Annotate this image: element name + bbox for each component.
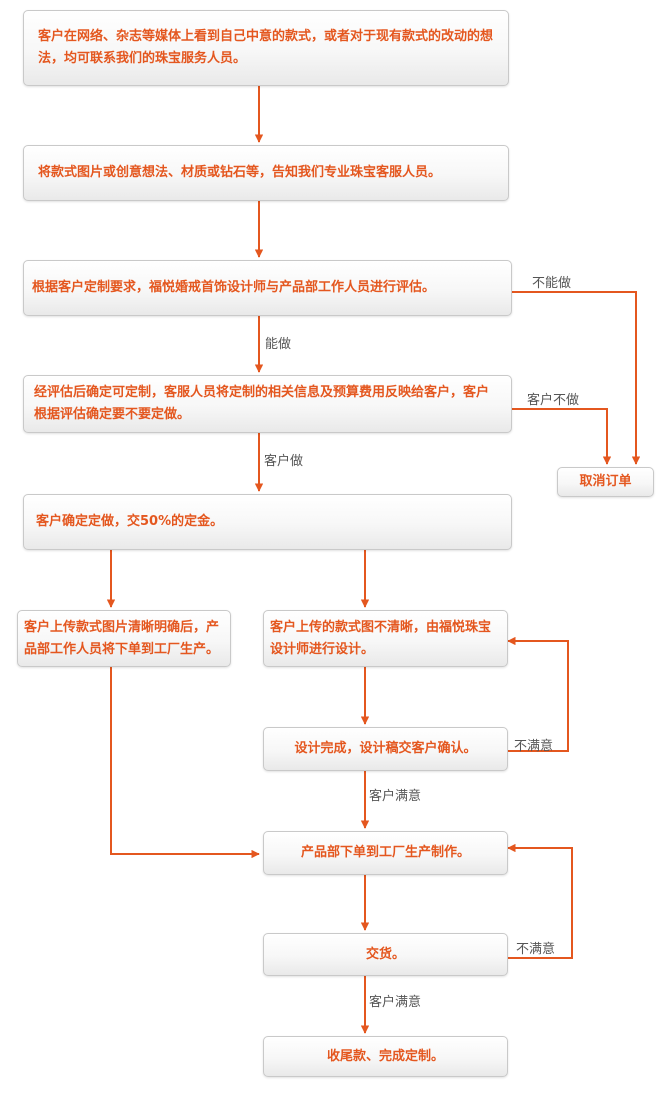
label-satisfied-2: 客户满意 (369, 995, 422, 1010)
delivery-box: 交货。 (263, 933, 508, 976)
step-5-text: 客户确定定做，交50%的定金。 (36, 514, 224, 529)
label-cannot: 不能做 (532, 276, 572, 291)
final-box: 收尾款、完成定制。 (263, 1036, 508, 1077)
step-5-box: 客户确定定做，交50%的定金。 (23, 494, 512, 550)
production-text: 产品部下单到工厂生产制作。 (300, 845, 470, 860)
cancel-order-box: 取消订单 (557, 467, 654, 497)
step-3-text: 根据客户定制要求，福悦婚戒首饰设计师与产品部工作人员进行评估。 (32, 280, 436, 295)
label-unsatisfied-1: 不满意 (514, 739, 554, 754)
step-1-text: 客户在网络、杂志等媒体上看到自己中意的款式，或者对于现有款式的改动的想法，均可联… (38, 29, 494, 66)
arrow-unsatisfied-design-loop (507, 636, 569, 752)
design-done-text: 设计完成，设计稿交客户确认。 (294, 741, 477, 756)
delivery-text: 交货。 (365, 946, 405, 962)
step-1-box: 客户在网络、杂志等媒体上看到自己中意的款式，或者对于现有款式的改动的想法，均可联… (23, 10, 509, 86)
step-4-text: 经评估后确定可定制，客服人员将定制的相关信息及预算费用反映给客户，客户根据评估确… (34, 385, 490, 422)
step-3-box: 根据客户定制要求，福悦婚戒首饰设计师与产品部工作人员进行评估。 (23, 260, 512, 316)
arrow-customer-no-cancel (512, 408, 612, 465)
arrow-left-branch-production (110, 667, 260, 859)
left-branch-box: 客户上传款式图片清晰明确后，产品部工作人员将下单到工厂生产。 (17, 610, 231, 667)
label-customer-yes: 客户做 (264, 454, 304, 469)
production-box: 产品部下单到工厂生产制作。 (263, 831, 508, 875)
label-can: 能做 (265, 337, 292, 352)
label-customer-no: 客户不做 (527, 393, 580, 408)
step-2-text: 将款式图片或创意想法、材质或钻石等，告知我们专业珠宝客服人员。 (38, 165, 442, 180)
arrow-cannot-cancel (512, 291, 641, 465)
design-done-box: 设计完成，设计稿交客户确认。 (263, 727, 508, 771)
step-2-box: 将款式图片或创意想法、材质或钻石等，告知我们专业珠宝客服人员。 (23, 145, 509, 201)
left-branch-text: 客户上传款式图片清晰明确后，产品部工作人员将下单到工厂生产。 (24, 619, 220, 657)
cancel-order-text: 取消订单 (579, 474, 632, 489)
right-branch-text: 客户上传的款式图不清晰，由福悦珠宝设计师进行设计。 (270, 619, 492, 657)
step-4-box: 经评估后确定可定制，客服人员将定制的相关信息及预算费用反映给客户，客户根据评估确… (23, 375, 512, 433)
label-unsatisfied-2: 不满意 (516, 942, 556, 957)
right-branch-box: 客户上传的款式图不清晰，由福悦珠宝设计师进行设计。 (263, 610, 508, 667)
final-text: 收尾款、完成定制。 (326, 1048, 444, 1064)
label-satisfied-1: 客户满意 (369, 789, 422, 804)
arrow-unsatisfied-production-loop (507, 843, 573, 959)
